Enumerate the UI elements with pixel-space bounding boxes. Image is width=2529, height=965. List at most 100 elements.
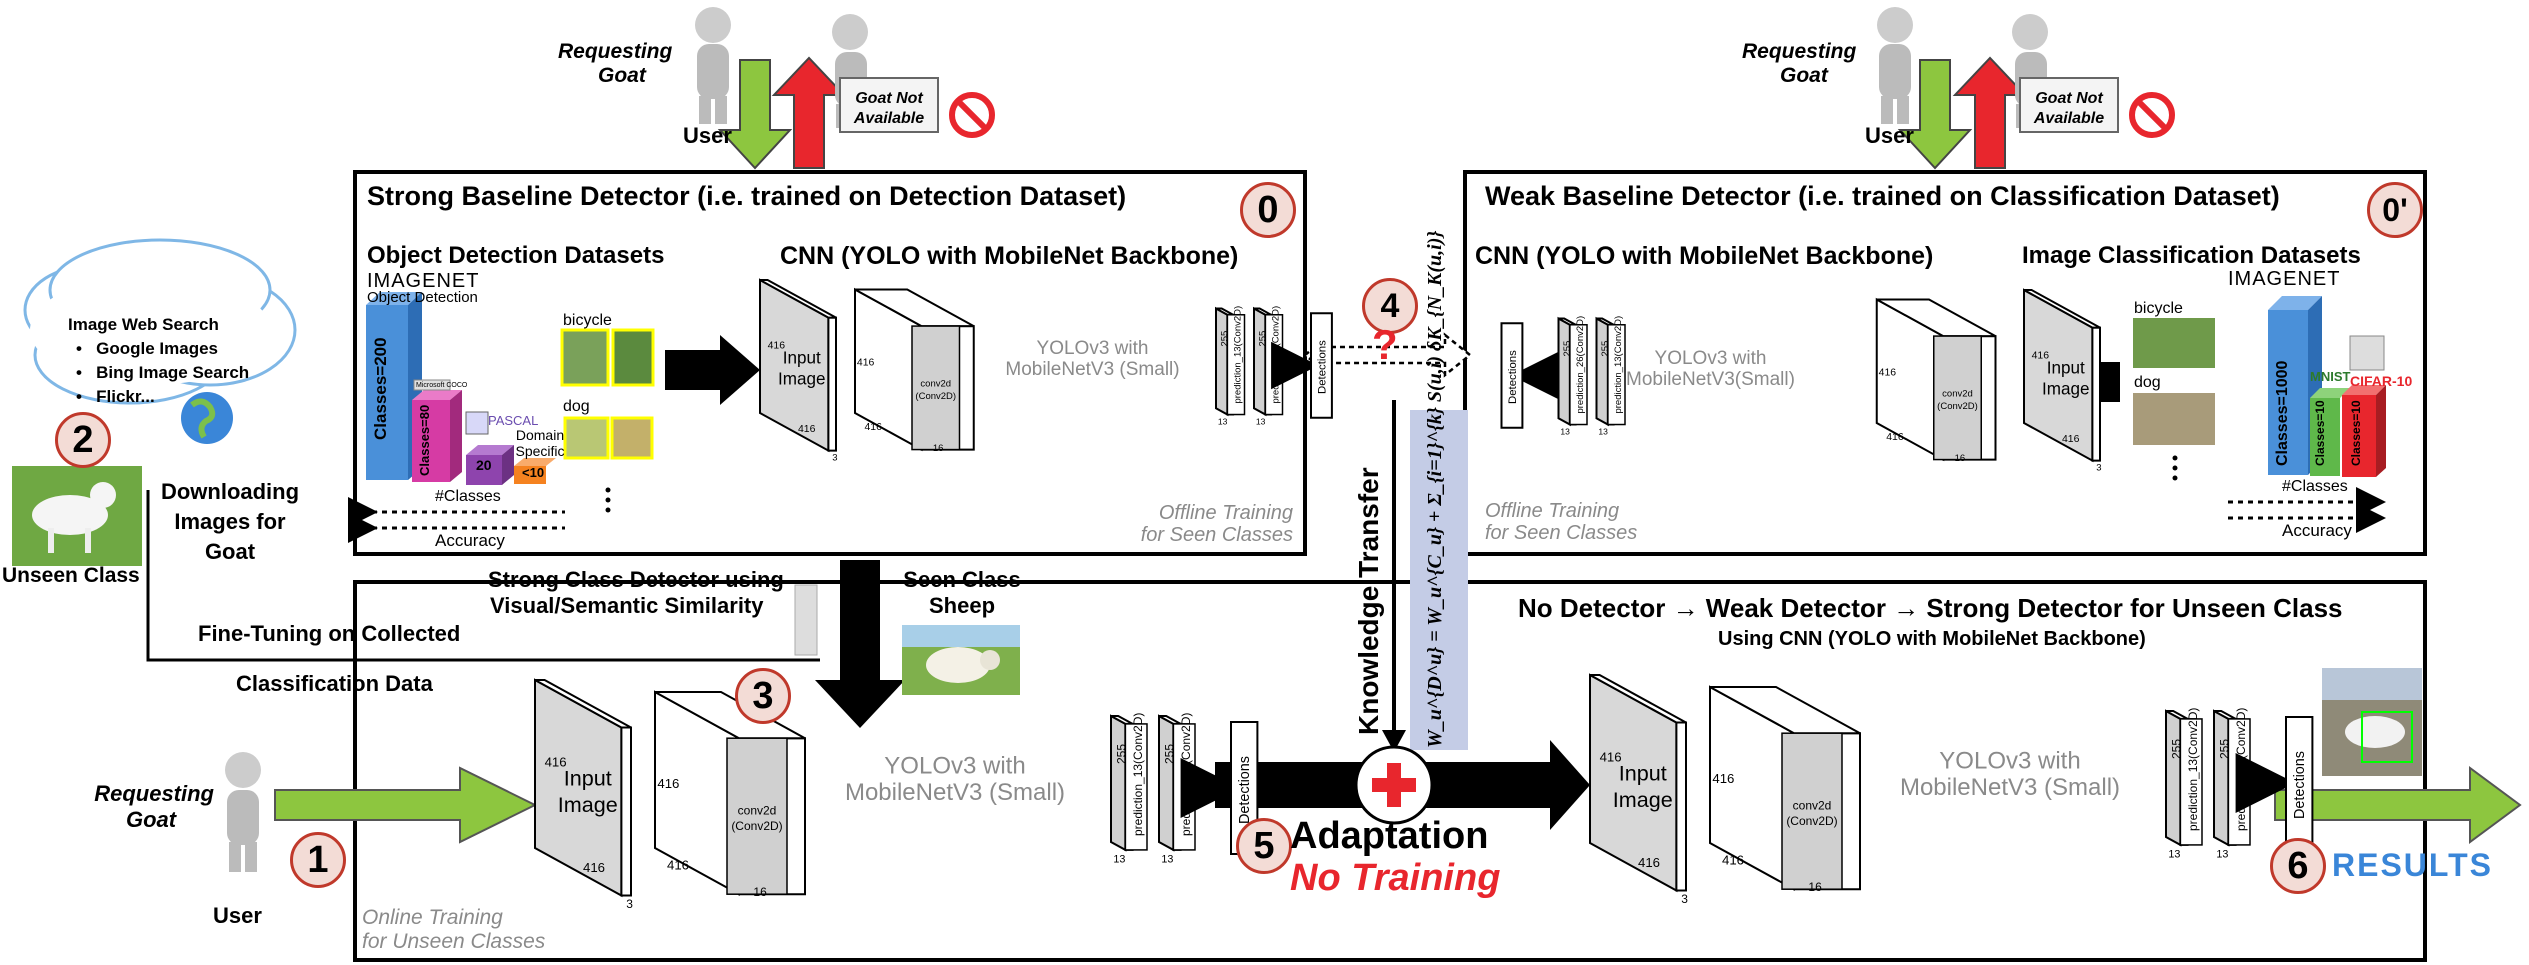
strong-net-conv-face [911,325,961,451]
bottom-left-net-input-label-1: Input [564,766,612,791]
strong-net-conv-dim-16: 16 [933,443,944,454]
strong-net-pred26-block-front [1253,306,1267,417]
bottom-right-net-detections-label: Detections [2292,751,2308,819]
goat-label-bottom: Goat [126,807,177,832]
weak-net-input-label-1: Input [2047,359,2085,378]
strong-net-input-label-1: Input [783,349,821,368]
bottom-right-net-input-block-side [1675,721,1687,892]
offline-training-line2-weak: for Seen Classes [1485,522,1638,544]
bottom-right-net-dim-416-a: 416 [1600,749,1622,764]
strong-net-input-label-2: Image [778,370,826,389]
strong-input-arrow [665,335,760,405]
bottom-right-net-pred26-label: prediction_26(Conv2D) [2234,708,2248,831]
bottom-input-arrow [274,766,538,844]
step-number-6: 6 [2270,838,2326,894]
globe-icon [181,392,233,444]
web-search-item-1: • Google Images [76,339,218,358]
bottom-right-net-conv-dim-16: 16 [1808,880,1822,894]
image-classification-datasets-title: Image Classification Datasets [2022,242,2361,269]
accuracy-axis-label-weak: Accuracy [2282,521,2352,540]
bottom-left-net-conv-block-top [654,691,806,740]
strong-class-line2: Visual/Semantic Similarity [490,593,764,618]
offline-training-line1-weak: Offline Training [1485,500,1620,522]
weak-baseline-box [1463,170,2427,556]
unseen-detector-box [353,580,2427,962]
person-icon-top-right [1877,7,1913,124]
bottom-left-net-conv-dim-416-b: 416 [667,858,689,873]
bottom-right-net-conv-dim-416-b: 416 [1722,853,1744,868]
weak-net-conv-face [1933,335,1982,461]
bottom-right-net-pred13-dim-13: 13 [2168,848,2180,860]
offline-training-line1-strong: Offline Training [1158,502,1293,524]
forbidden-icon-left [949,92,995,138]
bottom-left-net-detections-label: Detections [1237,756,1253,824]
bottom-right-net-input-label-2: Image [1613,787,1673,812]
strong-net-dim-3: 3 [832,453,837,464]
requesting-label-top-right: Requesting [1742,40,1857,63]
online-training-line2: for Unseen Classes [362,930,546,953]
weak-net-conv-dim-16: 16 [1955,453,1966,464]
bottom-right-net-conv-dim-416-a: 416 [1712,771,1734,786]
step-number-3: 3 [735,668,791,724]
person-icon-bottom-left [225,752,261,872]
bottom-right-net-conv-face [1781,732,1843,890]
strong-net-yolo-label-2: MobileNetV3 (Small) [1005,359,1179,380]
weak-net-conv-label-2: (Conv2D) [1937,401,1978,412]
weak-net-pred26-face [1569,324,1588,426]
strong-net-pred26-label: prediction_26(Conv2D) [1271,306,1282,404]
strong-cnn-title: CNN (YOLO with MobileNet Backbone) [780,242,1239,270]
classes-axis-label-strong: #Classes [435,488,501,505]
strong-net-input-block-side [827,316,837,452]
bottom-left-net-pred13-dim-13: 13 [1113,853,1125,865]
request-arrow-green [717,59,793,170]
goat-label-top-right: Goat [1780,64,1828,87]
bar-label-classes-10-mnist: Classes=10 [2313,400,2327,466]
step-number-0: 0 [1240,182,1296,238]
plus-vertical [1387,763,1401,807]
mnist-logo: MNIST [2310,369,2351,384]
bottom-right-net-yolo-label-1: YOLOv3 with [1939,748,2080,775]
online-training-line1: Online Training [362,906,503,929]
weak-net-conv-dim-416-b: 416 [1886,432,1904,443]
fine-tuning-line [146,490,820,662]
weak-net-dim-416-b: 416 [2062,434,2080,445]
web-search-title: Image Web Search [68,315,219,334]
no-training-label: No Training [1290,857,1501,899]
offline-training-line2-strong: for Seen Classes [1140,524,1293,546]
step-number-4: 4 [1362,278,1418,334]
weak-net-pred26-dim-255: 255 [1562,341,1573,357]
bottom-left-net-input-label-2: Image [558,792,618,817]
strong-net-conv-dim-416-a: 416 [857,358,875,369]
bottom-left-net-pred13-dim-255: 255 [1114,744,1128,764]
strong-class-line1: Strong Class Detector using [488,567,784,592]
bottom-left-net-pred26-label: prediction_26(Conv2D) [1179,713,1193,836]
bottom-left-net-pred13-block-front [1110,714,1127,852]
bicycle-label-weak: bicycle [2134,300,2183,317]
google-images-label: Google Images [96,339,218,358]
weak-net-yolo-label-1: YOLOv3 with [1655,348,1767,369]
strong-net-yolo-label-1: YOLOv3 with [1037,338,1149,359]
bottom-left-net-pred26-block-front [1158,714,1175,852]
bottom-left-net-conv-dim-416-a: 416 [657,776,679,791]
strong-net-detections-box [1310,312,1333,419]
bar-label-classes-10-cifar: Classes=10 [2349,400,2363,466]
bar-label-classes-200: Classes=200 [371,337,390,440]
classes-axis-label-weak: #Classes [2282,478,2348,495]
step-number-5: 5 [1236,818,1292,874]
bar-label-classes-80: Classes=80 [417,404,432,476]
strong-dataset-bars [366,292,556,485]
strong-net-pred13-dim-13: 13 [1218,416,1228,426]
bottom-left-net-dim-416-a: 416 [545,754,567,769]
response-arrow-red-right [1952,56,2028,169]
imagenet-object-detection-label: Object Detection [367,289,478,306]
weak-net-conv-label-1: conv2d [1942,388,1973,399]
domain-specific-line2: Specific [515,443,565,459]
strong-net-pred13-block-front [1215,306,1229,417]
imagenet-logo-strong: IMAGENET [367,270,480,292]
knowledge-formula: W_u^{D^u} = W_u^{C_u} + Σ_{i=1}^{k} S(u,… [1424,230,1446,748]
user-label-top-left: User [683,123,732,148]
weak-net-input-label-2: Image [2042,380,2090,399]
gear-icon [794,584,818,656]
strong-net-conv-block-top [854,288,975,328]
